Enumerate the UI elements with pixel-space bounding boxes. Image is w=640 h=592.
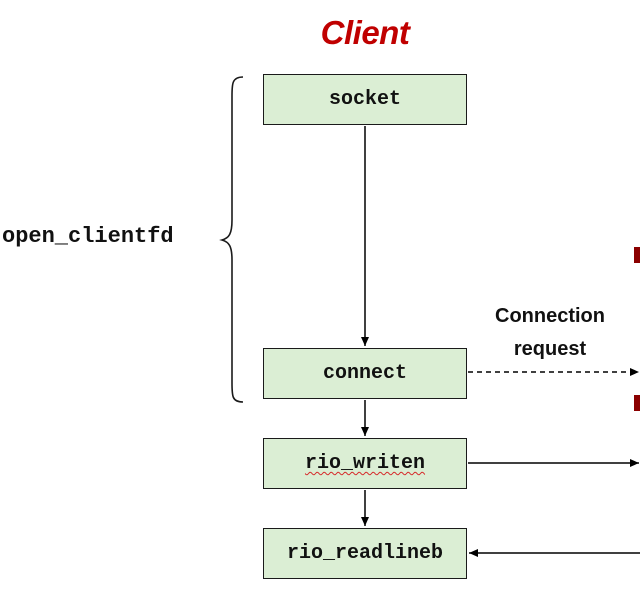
open-clientfd-brace — [219, 76, 244, 403]
server-edge-marker-upper — [634, 247, 640, 263]
connection-request-line1: Connection — [495, 305, 605, 327]
rio-readlineb-label: rio_readlineb — [286, 542, 444, 565]
diagram-title: Client — [320, 14, 410, 51]
open-clientfd-label: open_clientfd — [2, 224, 174, 249]
rio-writen-box: rio_writen — [263, 438, 467, 489]
server-edge-marker-lower — [634, 395, 640, 411]
socket-label: socket — [328, 88, 401, 111]
connect-box: connect — [263, 348, 467, 399]
socket-box: socket — [263, 74, 467, 125]
connect-label: connect — [322, 362, 407, 385]
connection-request-label: Connection request — [470, 300, 630, 366]
rio-readlineb-box: rio_readlineb — [263, 528, 467, 579]
connection-request-line2: request — [513, 338, 587, 360]
rio-writen-label: rio_writen — [304, 452, 426, 475]
